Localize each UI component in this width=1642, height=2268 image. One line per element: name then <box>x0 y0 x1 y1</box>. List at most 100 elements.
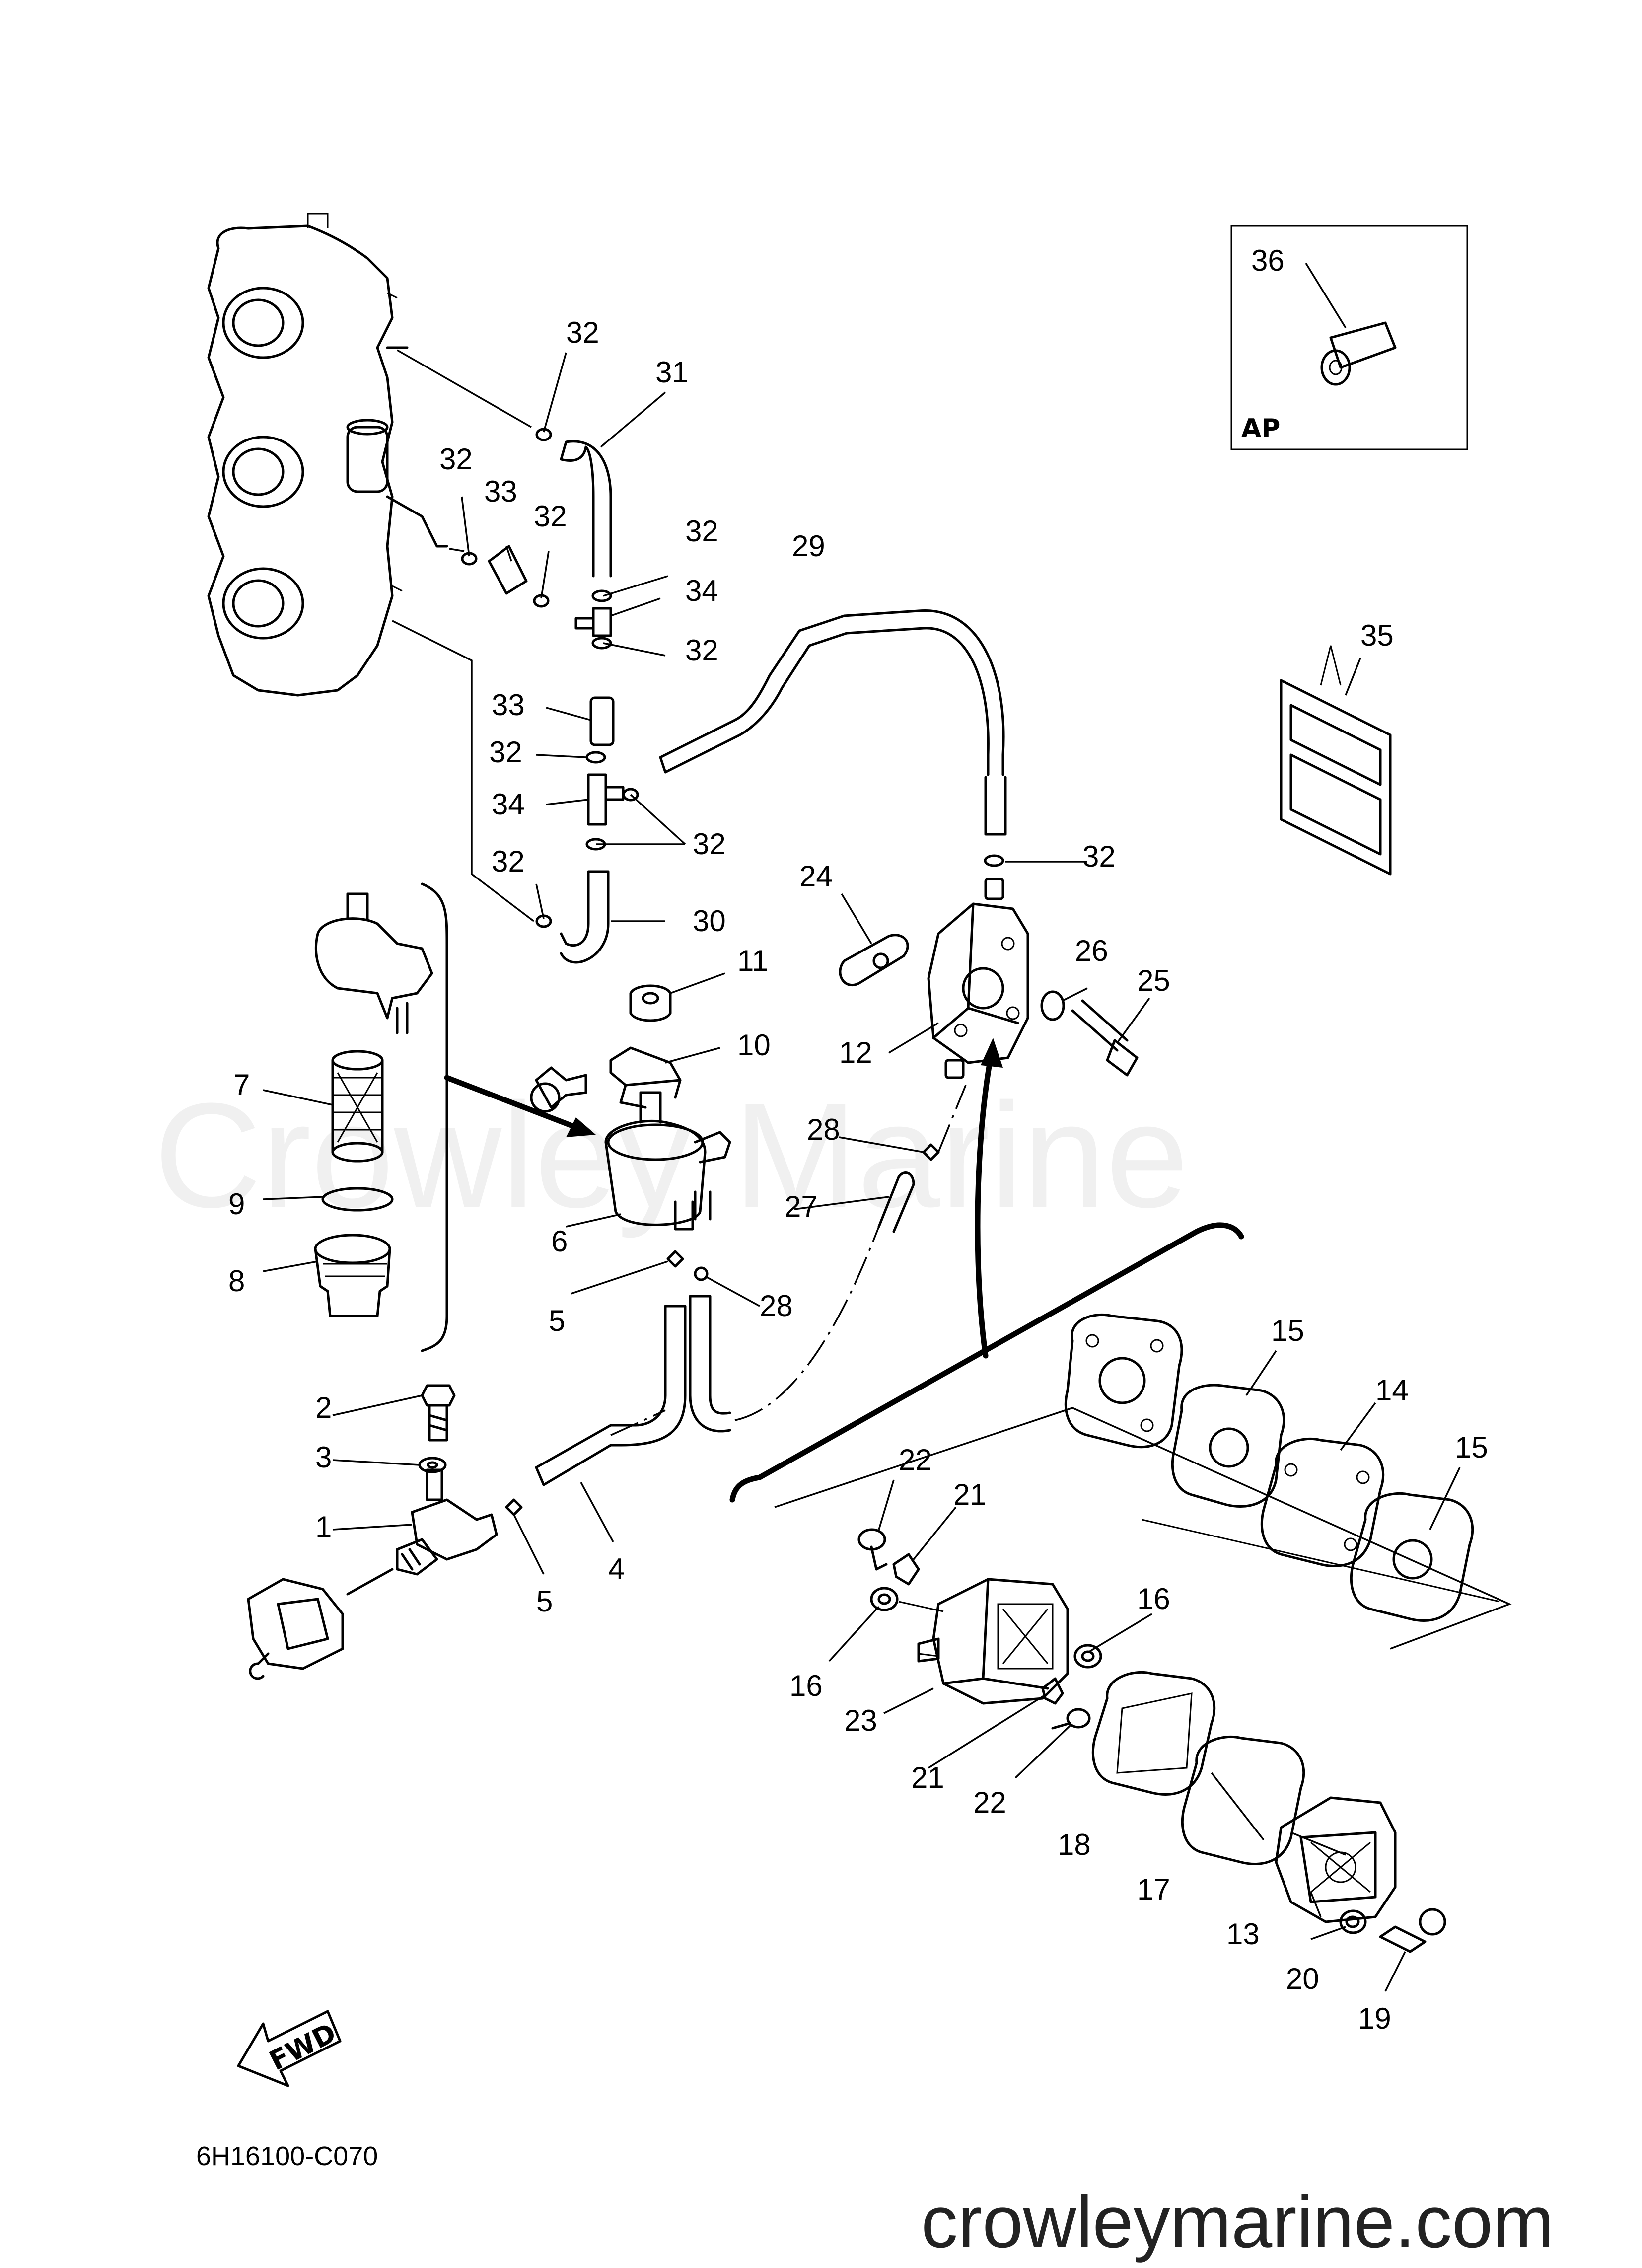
inset-tag: AP <box>1241 414 1280 443</box>
clip-28-lower <box>694 1266 709 1281</box>
screw-10 <box>530 1066 587 1113</box>
routing-line-lower <box>392 620 535 922</box>
label-5a: 5 <box>549 1304 565 1337</box>
fuel-filter-6 <box>604 1091 731 1231</box>
joint-34-lower <box>587 773 625 826</box>
label-6: 6 <box>551 1225 568 1258</box>
label-33a: 33 <box>484 475 517 508</box>
filter-assembly-arrow <box>444 1075 579 1130</box>
kit-bracket <box>729 1222 1244 1503</box>
label-4: 4 <box>608 1552 625 1586</box>
pump-arrow-head <box>981 1038 1003 1068</box>
label-35: 35 <box>1360 619 1394 652</box>
caution-label-35 <box>1280 645 1392 876</box>
gasket-18 <box>1091 1671 1216 1796</box>
label-32f: 32 <box>489 735 522 769</box>
label-26: 26 <box>1075 934 1108 967</box>
fuel-pump-12 <box>927 878 1029 1079</box>
label-16b: 16 <box>1137 1582 1170 1615</box>
bolt-25 <box>1071 999 1139 1077</box>
label-12: 12 <box>839 1036 872 1069</box>
label-15a: 15 <box>1271 1314 1304 1347</box>
label-24: 24 <box>799 860 833 893</box>
washer-3 <box>418 1457 447 1473</box>
hose-29-end <box>984 776 1007 836</box>
part-36 <box>1320 321 1397 386</box>
filter-housing-top <box>314 892 433 1034</box>
label-28a: 28 <box>807 1113 840 1146</box>
label-15b: 15 <box>1455 1431 1488 1464</box>
pump-hose-route <box>937 1085 967 1153</box>
hose-29 <box>659 609 1005 776</box>
hose-31 <box>560 440 612 578</box>
forward-arrow <box>237 2010 342 2087</box>
label-22b: 22 <box>973 1786 1006 1819</box>
label-32i: 32 <box>1082 840 1116 873</box>
label-32g: 32 <box>693 827 726 861</box>
label-33b: 33 <box>492 688 525 722</box>
nut-16-right <box>1073 1644 1102 1669</box>
label-7: 7 <box>233 1068 250 1101</box>
label-21a: 21 <box>953 1478 987 1511</box>
filter-arrow-head <box>566 1117 596 1137</box>
part-labels: 1 2 3 4 5 5 6 7 8 9 10 11 12 13 14 15 15… <box>228 244 1488 2035</box>
hose-to-filter <box>609 1305 687 1447</box>
washer-26 <box>1040 990 1065 1021</box>
label-10: 10 <box>737 1028 771 1062</box>
pump-assembly-arrow <box>975 1055 994 1359</box>
hose-27-route <box>734 1226 880 1421</box>
screw-22-upper <box>857 1528 888 1571</box>
gasket-24 <box>839 934 909 987</box>
label-29: 29 <box>792 529 825 563</box>
gasket-15-lower <box>1350 1492 1474 1622</box>
pump-body-23 <box>917 1578 1069 1705</box>
label-9: 9 <box>228 1187 245 1221</box>
gasket-upper-plate <box>1064 1313 1183 1449</box>
label-3: 3 <box>315 1441 332 1474</box>
label-32a: 32 <box>566 316 599 349</box>
label-32h: 32 <box>492 845 525 878</box>
inset-box <box>1230 225 1468 450</box>
label-13: 13 <box>1226 1917 1260 1951</box>
filter-cup-8 <box>314 1234 391 1317</box>
label-34b: 34 <box>492 788 525 821</box>
diaphragm-17 <box>1181 1735 1305 1865</box>
fuel-connector <box>247 1568 394 1680</box>
hose-27 <box>877 1171 915 1233</box>
label-32b: 32 <box>439 442 473 476</box>
label-20: 20 <box>1286 1962 1319 1995</box>
screw-19 <box>1379 1908 1446 1953</box>
nut-16-left <box>870 1587 899 1611</box>
label-14: 14 <box>1375 1374 1409 1407</box>
label-27: 27 <box>785 1190 818 1223</box>
pipe-33-lower <box>589 696 615 746</box>
label-36: 36 <box>1251 244 1285 277</box>
diagram-code: 6H16100-C070 <box>196 2141 378 2171</box>
label-23: 23 <box>844 1704 877 1737</box>
label-32e: 32 <box>685 634 718 667</box>
label-5b: 5 <box>536 1585 553 1618</box>
clip-5-upper <box>666 1250 684 1268</box>
check-valve-21-lower <box>1041 1677 1064 1705</box>
fwd-text: FWD <box>264 2017 341 2076</box>
kit-centerline <box>1142 1519 1500 1603</box>
diaphragm-14 <box>1260 1437 1385 1567</box>
hose-30 <box>560 870 610 964</box>
routing-line-upper <box>397 349 532 428</box>
carburetor-assembly <box>207 213 448 697</box>
label-30: 30 <box>693 904 726 938</box>
label-16a: 16 <box>789 1669 823 1702</box>
label-2: 2 <box>315 1391 332 1424</box>
label-1: 1 <box>315 1510 332 1543</box>
watermark-text: Crowley Marine <box>154 1072 1189 1240</box>
filter-element-7 <box>331 1050 384 1163</box>
hose-4-route <box>610 1409 666 1436</box>
label-34a: 34 <box>685 574 718 607</box>
cap-11 <box>629 984 672 1022</box>
pump-cover-13 <box>1275 1796 1397 1923</box>
label-28b: 28 <box>760 1289 793 1322</box>
joint-34-upper <box>574 607 612 637</box>
filter-group-bracket <box>421 882 448 1352</box>
routing-line-mid <box>449 548 465 552</box>
